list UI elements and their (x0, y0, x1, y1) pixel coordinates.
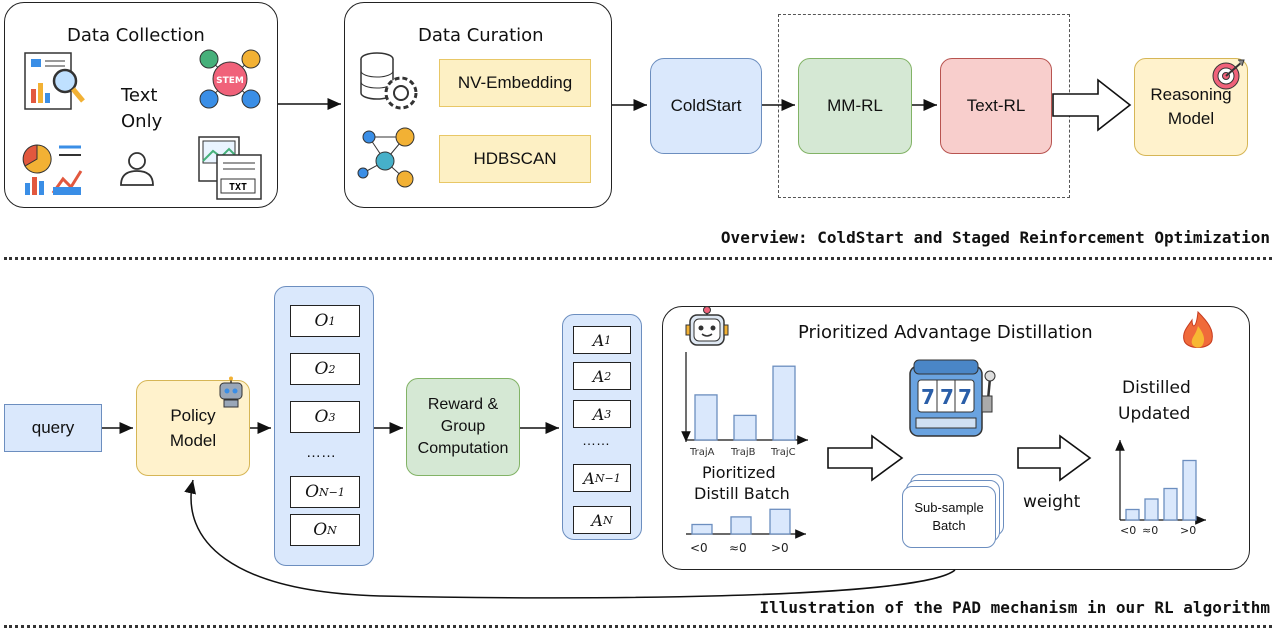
data-collection-title: Data Collection (67, 25, 205, 46)
txt-document-icon: TXT (198, 136, 262, 200)
top-divider (4, 257, 1272, 260)
traj-label-b: TrajB (730, 447, 756, 458)
subsample-line1: Sub-sample (914, 500, 984, 515)
traj-label-c: TrajC (770, 447, 796, 458)
sign-bars (691, 508, 791, 535)
stem-icon: STEM (199, 49, 261, 109)
sign-bar-2 (769, 508, 791, 535)
slot-digit-3: 7 (958, 385, 972, 409)
policy-model-line2: Model (169, 431, 217, 450)
distilled-label-neg: <0 (1120, 524, 1136, 537)
distilled-bar-0 (1125, 508, 1140, 521)
report-magnifier-icon (24, 52, 85, 110)
network-people-icon (357, 127, 415, 188)
subsample-line2: Batch (932, 518, 966, 533)
sign-label-pos: >0 (771, 541, 789, 555)
pad-panel-title: Prioritized Advantage Distillation (798, 322, 1093, 343)
sign-bar-0 (691, 523, 713, 535)
txt-icon-text: TXT (229, 182, 247, 193)
distilled-bars (1125, 459, 1197, 521)
distilled-label-zero: ≈0 (1142, 524, 1158, 537)
reasoning-model-box: Reasoning Model (1134, 58, 1248, 156)
coldstart-box: ColdStart (650, 58, 762, 154)
slot-digit-1: 7 (921, 385, 935, 409)
traj-bar-1 (733, 414, 757, 441)
stem-icon-text: STEM (216, 76, 244, 86)
text-rl-box: Text-RL (940, 58, 1052, 154)
target-icon (1212, 59, 1245, 90)
user-icon (120, 152, 154, 186)
query-box: query (4, 404, 102, 452)
reasoning-model-line2: Model (1167, 109, 1215, 128)
distilled-label-pos: >0 (1180, 524, 1196, 537)
distilled-line2: Updated (1118, 404, 1191, 424)
traj-bar-2 (772, 365, 796, 441)
distilled-line1: Distilled (1122, 378, 1191, 398)
distilled-bar-3 (1182, 459, 1197, 521)
traj-bars (694, 365, 796, 441)
robot-face-icon (685, 306, 729, 346)
sign-label-neg: <0 (690, 541, 708, 555)
database-gear-icon (360, 52, 418, 110)
nv-embedding-box: NV-Embedding (439, 59, 591, 107)
sign-label-zero: ≈0 (729, 541, 747, 555)
distill-batch-line1: Pioritized (702, 463, 776, 482)
distilled-bar-2 (1163, 487, 1178, 521)
reasoning-model-line1: Reasoning (1150, 85, 1232, 104)
distilled-bar-1 (1144, 498, 1159, 521)
distill-batch-line2: Distill Batch (694, 484, 790, 503)
output-ellipsis: …… (306, 444, 336, 461)
hdbscan-box: HDBSCAN (439, 135, 591, 183)
bottom-divider (4, 625, 1272, 628)
fire-icon (1183, 310, 1213, 348)
traj-tick-labels: TrajA TrajB TrajC (689, 447, 796, 458)
reward-line3: Computation (417, 440, 509, 457)
overview-caption: Overview: ColdStart and Staged Reinforce… (720, 228, 1270, 247)
robot-icon (219, 376, 243, 408)
reward-line1: Reward & (427, 396, 499, 413)
text-only-label-line2: Only (121, 111, 163, 132)
hollow-arrow-chart-to-slot (827, 434, 904, 482)
hollow-arrow-to-reasoning (1052, 78, 1132, 132)
data-curation-panel: Data Curation NV-Embedding HDBSCAN (344, 2, 612, 208)
feedback-arrow-to-policy (184, 479, 956, 599)
weight-label: weight (1023, 492, 1081, 512)
data-curation-title: Data Curation (418, 25, 544, 46)
pad-caption: Illustration of the PAD mechanism in our… (759, 598, 1270, 617)
sign-bar-1 (730, 516, 752, 535)
data-collection-panel: Data Collection Text Only STEM (4, 2, 278, 208)
hollow-arrow-slot-to-distilled (1017, 434, 1092, 482)
reward-line2: Group (440, 418, 486, 435)
reward-group-computation-box: Reward & Group Computation (406, 378, 520, 476)
text-only-label-line1: Text (121, 85, 158, 106)
distilled-tick-labels: <0 ≈0 >0 (1120, 524, 1196, 537)
slot-digit-2: 7 (940, 385, 954, 409)
traj-bar-0 (694, 394, 718, 441)
pie-bar-chart-icon (22, 144, 83, 195)
advantage-ellipsis: …… (582, 432, 610, 448)
policy-model-line1: Policy (170, 406, 216, 425)
subsample-batch-card: Sub-sample Batch (902, 486, 996, 548)
mm-rl-box: MM-RL (798, 58, 912, 154)
slot-machine-icon: 7 7 7 (909, 359, 996, 437)
sign-tick-labels: <0 ≈0 >0 (690, 541, 789, 555)
traj-label-a: TrajA (689, 447, 715, 458)
